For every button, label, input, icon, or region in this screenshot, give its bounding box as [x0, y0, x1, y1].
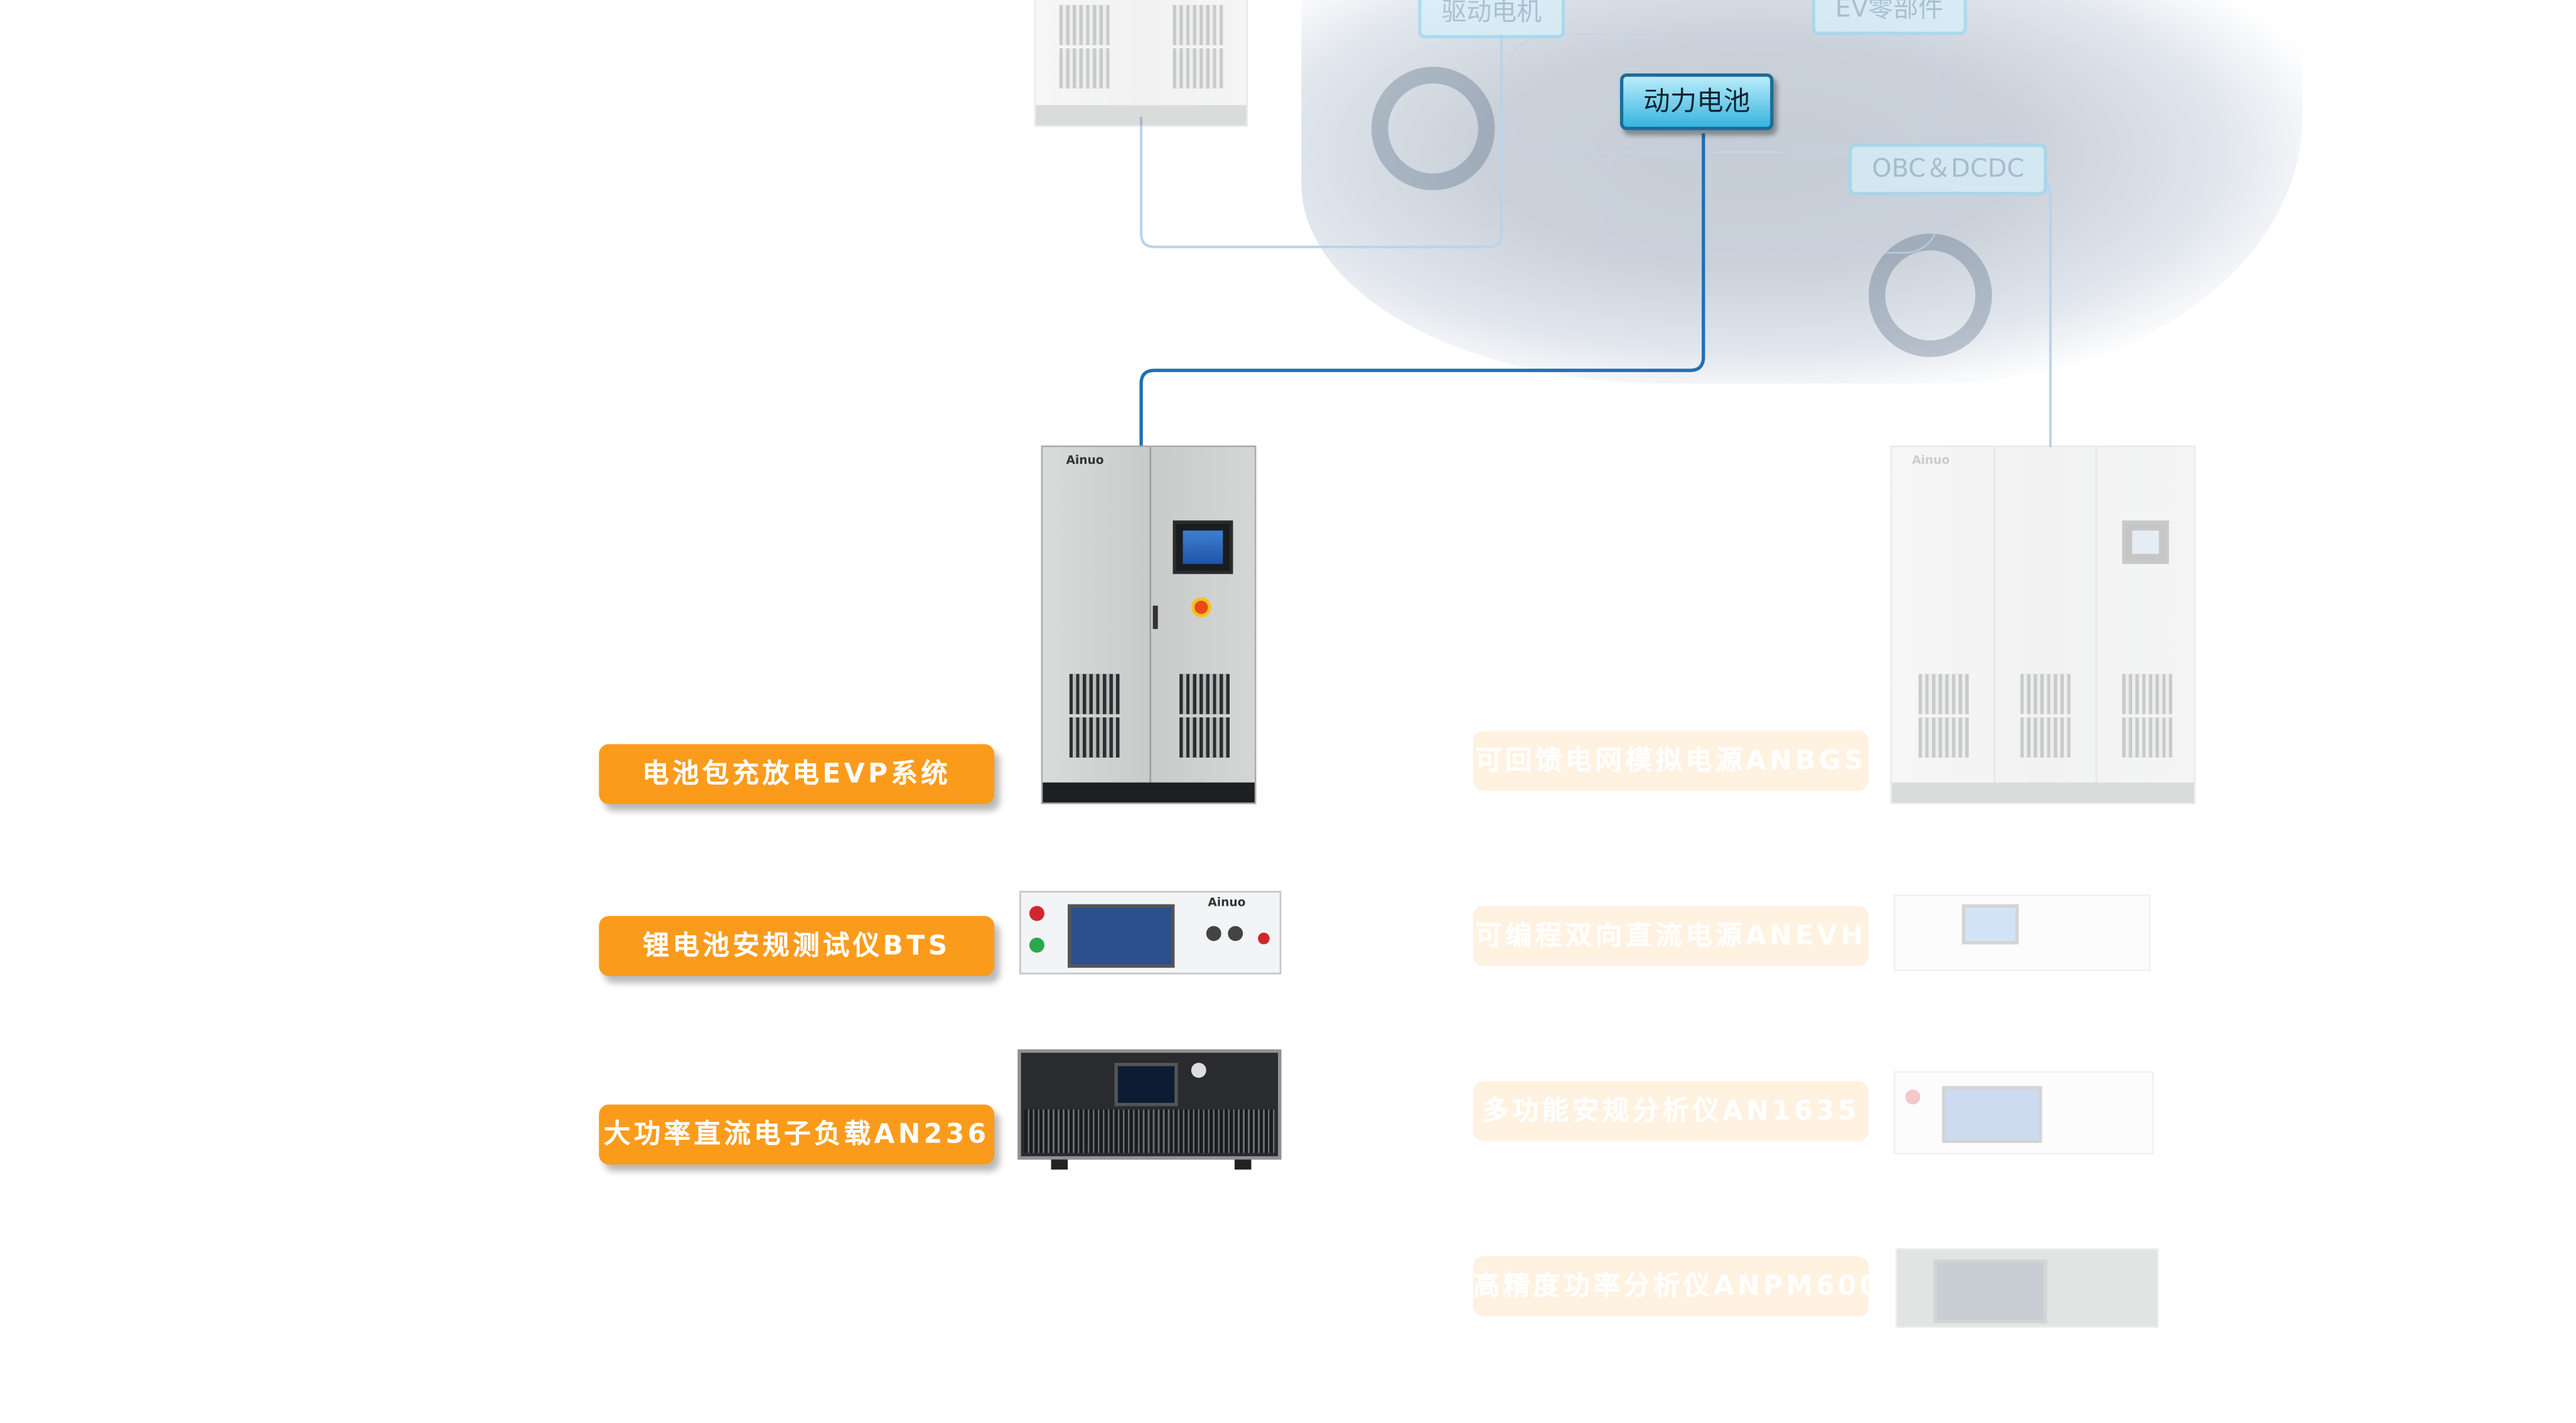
bts-tester-image: Ainuo — [1019, 891, 1282, 975]
evp-cabinet-image: Ainuo — [1041, 445, 1257, 805]
evp-brand-logo: Ainuo — [1066, 453, 1104, 468]
anbgs-cabinet-image: Ainuo — [1890, 445, 2196, 805]
cabinet-top-image — [1034, 0, 1248, 127]
tag-obc-dcdc[interactable]: OBC＆DCDC — [1849, 143, 2048, 195]
label-an1635-analyzer[interactable]: 多功能安规分析仪AN1635 — [1473, 1081, 1869, 1142]
emergency-stop-icon — [1194, 600, 1208, 615]
label-anbgs-supply[interactable]: 可回馈电网模拟电源ANBGS — [1473, 731, 1869, 791]
tag-power-battery[interactable]: 动力电池 — [1619, 73, 1774, 131]
car-wiring-trace — [1601, 150, 1939, 254]
label-an236-load[interactable]: 大功率直流电子负载AN236 — [599, 1104, 995, 1165]
label-evp-system[interactable]: 电池包充放电EVP系统 — [599, 744, 995, 805]
anbgs-brand-logo: Ainuo — [1912, 453, 1950, 468]
anevh-supply-image — [1893, 894, 2151, 971]
wire-motor — [1140, 33, 1503, 249]
an1635-analyzer-image — [1893, 1071, 2154, 1155]
anpm600-analyzer-image — [1895, 1248, 2159, 1328]
tag-drive-motor[interactable]: 驱动电机 — [1418, 0, 1565, 39]
label-anevh-supply[interactable]: 可编程双向直流电源ANEVH — [1473, 906, 1869, 966]
wire-battery — [1139, 133, 1705, 448]
evp-touchscreen — [1173, 520, 1233, 574]
tag-ev-parts[interactable]: EV零部件 — [1811, 0, 1967, 35]
label-bts-tester[interactable]: 锂电池安规测试仪BTS — [599, 916, 995, 976]
wire-obc — [2012, 165, 2052, 448]
an236-load-image — [1017, 1049, 1282, 1170]
car-illustration — [1301, 0, 2303, 384]
label-anpm600-analyzer[interactable]: 高精度功率分析仪ANPM600 — [1473, 1256, 1878, 1317]
bts-brand-logo: Ainuo — [1208, 896, 1246, 910]
